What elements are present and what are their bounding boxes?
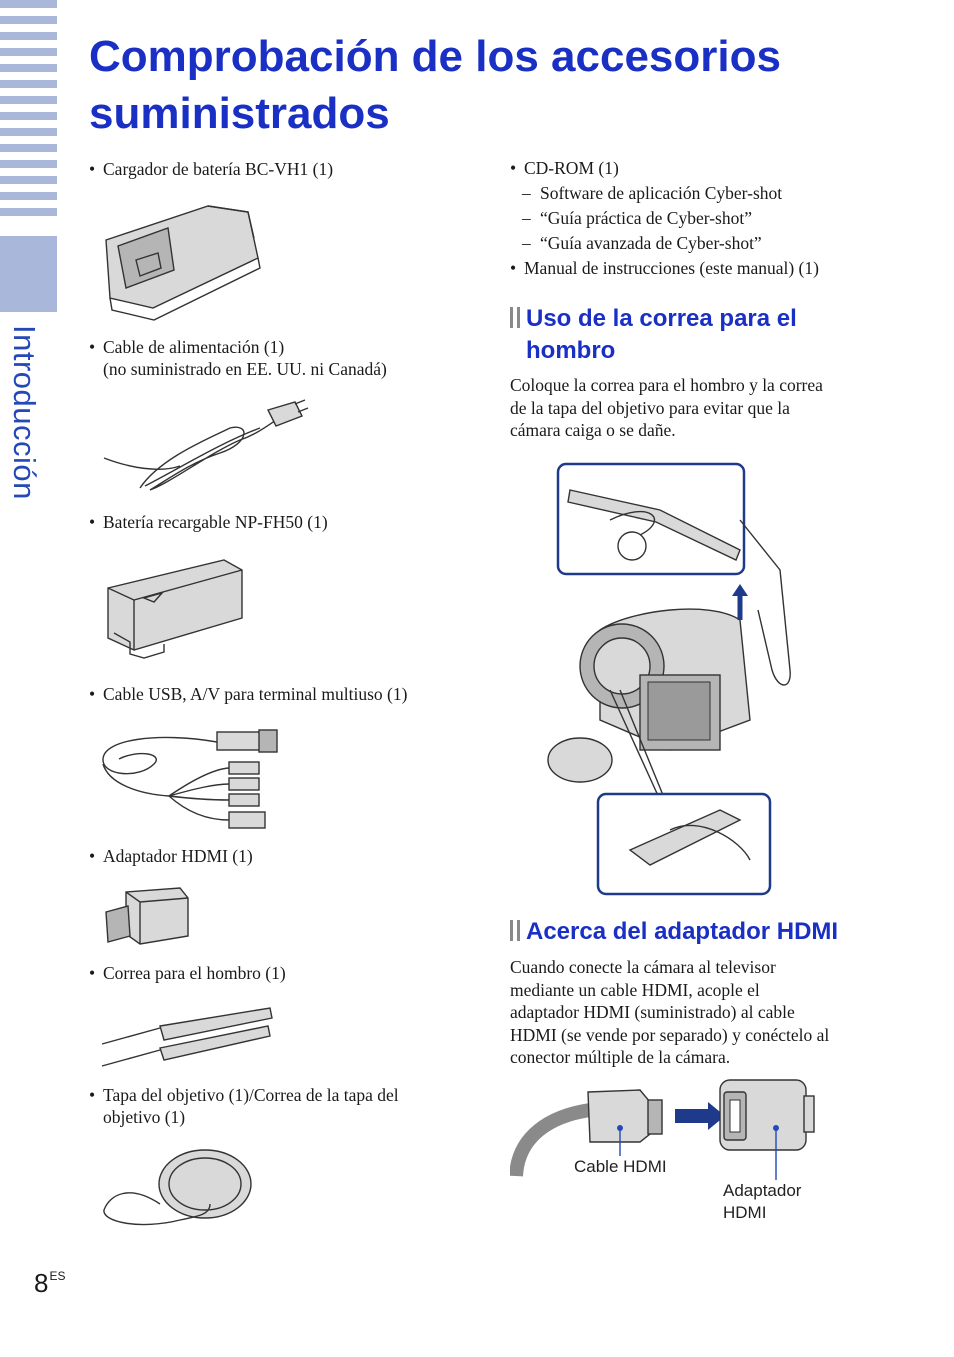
side-tab-stripes: [0, 0, 57, 224]
hdmi-connection-diagram: [510, 1079, 815, 1180]
list-item: •Correa para el hombro (1): [89, 963, 286, 983]
manual-item: Manual de instrucciones (este manual) (1…: [524, 258, 819, 278]
list-item: •Batería recargable NP-FH50 (1): [89, 512, 328, 532]
battery-charger-illustration: [105, 205, 261, 321]
hdmi-section-body: Cuando conecte la cámara al televisor me…: [510, 957, 830, 1067]
side-tab-block: [0, 236, 57, 312]
hdmi-adapter-illustration: [105, 887, 189, 945]
hdmi-section-heading: Acerca del adaptador HDMI: [510, 916, 838, 948]
power-cord-illustration: [103, 399, 309, 491]
battery-illustration: [107, 559, 243, 659]
page-title-line1: Comprobación de los accesorios: [89, 32, 781, 81]
cable-hdmi-label: Cable HDMI: [574, 1157, 667, 1176]
strap-section-body: Coloque la correa para el hombro y la co…: [510, 375, 823, 440]
list-item: •Cargador de batería BC-VH1 (1): [89, 159, 334, 179]
page-locale-suffix: ES: [49, 1269, 66, 1283]
cdrom-subitem: “Guía práctica de Cyber-shot”: [540, 208, 752, 228]
section-tab-label: Introducción: [7, 325, 42, 500]
lens-cap-illustration: [103, 1149, 252, 1226]
page-number: 8ES: [34, 1268, 66, 1298]
list-item: •Cable USB, A/V para terminal multiuso (…: [89, 684, 408, 704]
list-item: •Tapa del objetivo (1)/Correa de la tapa…: [89, 1085, 399, 1127]
list-item: •Adaptador HDMI (1): [89, 846, 253, 866]
strap-section-heading: Uso de la correa para el hombro: [510, 303, 797, 367]
page-title-line2: suministrados: [89, 89, 390, 138]
shoulder-strap-illustration: [101, 1007, 273, 1067]
cdrom-item: CD-ROM (1): [524, 158, 619, 178]
list-item: •Cable de alimentación (1) (no suministr…: [89, 337, 387, 379]
strap-usage-illustration: [547, 462, 791, 896]
cdrom-subitem: “Guía avanzada de Cyber-shot”: [540, 233, 762, 253]
page-title: Comprobación de los accesorios suministr…: [89, 28, 909, 142]
contents-list: •CD-ROM (1) –Software de aplicación Cybe…: [510, 158, 819, 278]
adapter-hdmi-label: Adaptador HDMI: [723, 1181, 802, 1222]
usb-av-cable-illustration: [102, 729, 278, 829]
cdrom-subitem: Software de aplicación Cyber-shot: [540, 183, 783, 203]
